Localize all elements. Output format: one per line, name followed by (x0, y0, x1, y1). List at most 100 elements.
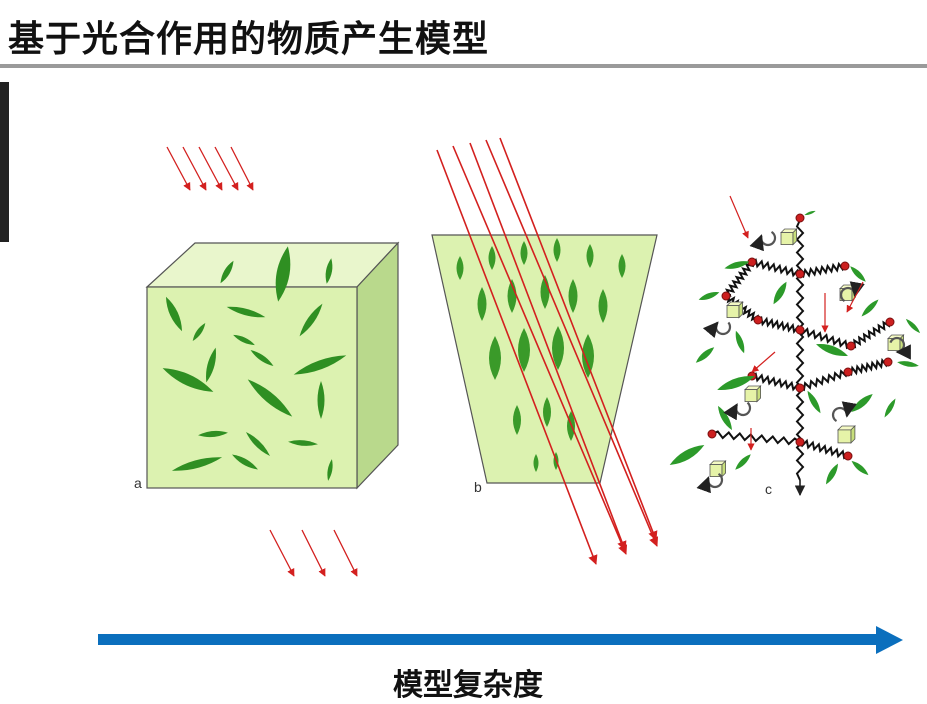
branch-node (843, 367, 853, 377)
leaf (250, 349, 274, 367)
stem-segment (751, 372, 801, 392)
leaf (513, 405, 521, 435)
branch-node (795, 269, 805, 279)
model-a-light-rays (166, 146, 358, 577)
leaf (489, 336, 501, 380)
branch-node (747, 257, 757, 267)
light-ray-arrow (301, 529, 326, 577)
leaf (807, 390, 821, 414)
cube-top-face (145, 242, 400, 288)
cube-side (792, 228, 797, 246)
cube-leaves (162, 246, 347, 481)
stem-segment (850, 320, 891, 349)
leaf (247, 379, 293, 417)
leaf (520, 241, 528, 265)
stem-segment (711, 430, 801, 446)
rotation-arrow (702, 321, 732, 339)
product-cube (780, 232, 794, 246)
stem-segment (847, 357, 889, 377)
leaf (717, 376, 755, 390)
leaf (861, 299, 879, 317)
label-c: c (765, 481, 772, 497)
rotation-arrow (839, 281, 865, 303)
stem-segment (795, 219, 805, 481)
branch-node (885, 317, 895, 327)
light-ray-arrow (166, 146, 191, 191)
branch-node (753, 315, 763, 325)
stem-segment (799, 327, 852, 350)
leaf (477, 287, 487, 321)
leaf (192, 322, 206, 342)
leaf (735, 454, 751, 470)
light-ray-arrow (230, 146, 254, 191)
leaf (233, 334, 255, 346)
label-b: b (474, 479, 482, 495)
leaf (543, 397, 551, 427)
leaf (851, 460, 869, 476)
stem-segment (751, 258, 801, 278)
light-ray-arrow (846, 281, 864, 313)
cube-side (738, 301, 743, 319)
complexity-axis-label: 模型复杂度 (393, 668, 543, 703)
leaf (618, 254, 626, 278)
cube-side (721, 460, 726, 478)
leaf (568, 279, 578, 313)
rotation-arrow (723, 401, 752, 421)
branch-node (795, 437, 805, 447)
model-c-plant: c (669, 195, 921, 497)
leaf (552, 326, 564, 370)
leaf (288, 440, 318, 446)
light-ray-arrow (214, 146, 239, 191)
branch-node (846, 341, 856, 351)
page-title: 基于光合作用的物质产生模型 (8, 19, 490, 60)
leaf (327, 459, 333, 481)
leaf (897, 361, 919, 367)
leaf (507, 279, 517, 313)
complexity-axis-arrow (98, 626, 903, 654)
cube-side (850, 425, 856, 444)
leaf (275, 246, 291, 302)
light-ray-arrow (469, 142, 627, 551)
rotation-arrow (889, 336, 911, 360)
branch-node (707, 429, 717, 439)
leaf (826, 463, 838, 485)
leaf (226, 306, 266, 318)
model-b-light-rays (436, 137, 659, 565)
leaf (325, 258, 333, 284)
leaf (533, 454, 539, 472)
branch-node (795, 325, 805, 335)
product-cube (726, 305, 740, 319)
branch-node (840, 261, 850, 271)
leaf (851, 394, 873, 412)
leaf (165, 296, 183, 332)
branch-node (721, 291, 731, 301)
leaf (198, 430, 228, 438)
stem-segment (757, 316, 801, 335)
leaf (724, 261, 750, 269)
leaf (884, 398, 896, 418)
stem-segment (799, 438, 849, 460)
leaf (245, 431, 271, 457)
light-ray-arrow (269, 529, 295, 577)
leaf (206, 347, 216, 383)
label-a: a (134, 475, 142, 491)
light-ray-arrow (182, 146, 207, 191)
leaf (735, 330, 745, 354)
light-ray-arrow (198, 146, 223, 191)
left-edge-tab (0, 82, 9, 242)
leaf (456, 256, 464, 280)
product-cube (837, 429, 852, 444)
light-ray-arrow (729, 195, 749, 239)
rotation-arrow (696, 472, 724, 494)
plant-structure (669, 195, 921, 497)
leaf (220, 260, 234, 284)
leaf (773, 281, 787, 305)
leaf (695, 347, 715, 363)
branch-node (795, 213, 805, 223)
rotation-arrow (749, 230, 777, 252)
product-cube (887, 338, 901, 352)
leaf (162, 368, 214, 392)
leaf (518, 328, 530, 372)
leaf (232, 454, 258, 470)
title-divider (0, 64, 927, 68)
